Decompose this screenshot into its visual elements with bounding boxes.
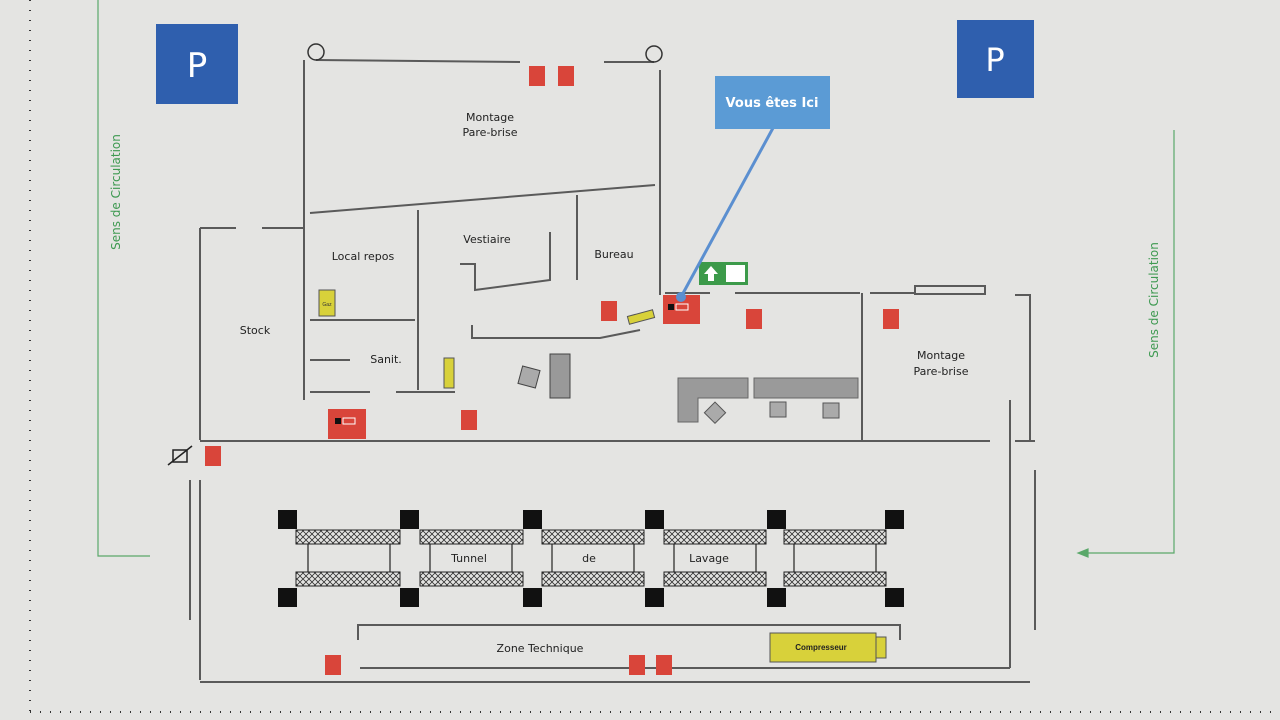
room-label-montage-right: Montage: [917, 349, 965, 362]
fire-extinguisher-icon: [558, 66, 574, 86]
svg-text:P: P: [985, 41, 1004, 79]
svg-text:Vous êtes Ici: Vous êtes Ici: [726, 96, 819, 111]
you-are-here-pointer: [679, 127, 775, 298]
fire-extinguisher-icon: [629, 655, 645, 675]
room-label-local-repos: Local repos: [332, 250, 395, 263]
emergency-exit-icon: [699, 262, 748, 285]
tunnel-label-1: Tunnel: [450, 552, 487, 565]
fire-extinguisher-icon: [883, 309, 899, 329]
fire-hose-box: [328, 409, 366, 439]
room-label-sanit: Sanit.: [370, 353, 402, 366]
table: [549, 353, 571, 399]
electrical-panel: [443, 357, 455, 389]
tunnel-label-3: Lavage: [689, 552, 729, 565]
fire-extinguisher-icon: [746, 309, 762, 329]
pillar: [307, 43, 325, 61]
pillar: [645, 45, 663, 63]
circulation-label-left: Sens de Circulation: [109, 134, 123, 250]
chair: [769, 401, 787, 418]
chair: [517, 365, 541, 389]
electrical-cutoff-icon: [167, 445, 193, 466]
room-label-zone-technique: Zone Technique: [497, 642, 584, 655]
chair: [822, 402, 840, 419]
you-are-here-callout: Vous êtes Ici: [715, 76, 830, 129]
room-label-montage-right-2: Pare-brise: [914, 365, 969, 378]
parking-sign-left: P: [156, 24, 238, 104]
gas-cabinet: Gaz: [318, 289, 336, 317]
fire-extinguisher-icon: [529, 66, 545, 86]
electrical-panel: [626, 309, 656, 325]
svg-text:Compresseur: Compresseur: [795, 643, 847, 652]
compressor: Compresseur: [769, 632, 887, 663]
fire-extinguisher-icon: [601, 301, 617, 321]
circulation-label-right: Sens de Circulation: [1147, 242, 1161, 358]
tunnel-label-2: de: [582, 552, 596, 565]
fire-extinguisher-icon: [656, 655, 672, 675]
room-label-vestiaire: Vestiaire: [463, 233, 511, 246]
fire-extinguisher-icons: [205, 66, 899, 675]
circulation-arrow-left: [97, 0, 150, 557]
room-label-stock: Stock: [240, 324, 271, 337]
room-label-montage-top: Montage: [466, 111, 514, 124]
walls: [189, 59, 1036, 683]
circulation-arrow-right: [1076, 130, 1175, 558]
fire-extinguisher-icon: [205, 446, 221, 466]
chair: [703, 401, 727, 425]
reception-desk: [677, 377, 749, 423]
desk: [753, 377, 859, 399]
room-label-montage-top-2: Pare-brise: [463, 126, 518, 139]
parking-sign-right: P: [957, 20, 1034, 98]
car-wash-tunnel: [278, 510, 904, 607]
fire-extinguisher-icon: [325, 655, 341, 675]
room-label-bureau: Bureau: [594, 248, 633, 261]
svg-text:P: P: [187, 46, 208, 86]
fire-extinguisher-icon: [461, 410, 477, 430]
svg-text:Gaz: Gaz: [322, 302, 332, 308]
you-are-here-marker: [676, 292, 686, 302]
